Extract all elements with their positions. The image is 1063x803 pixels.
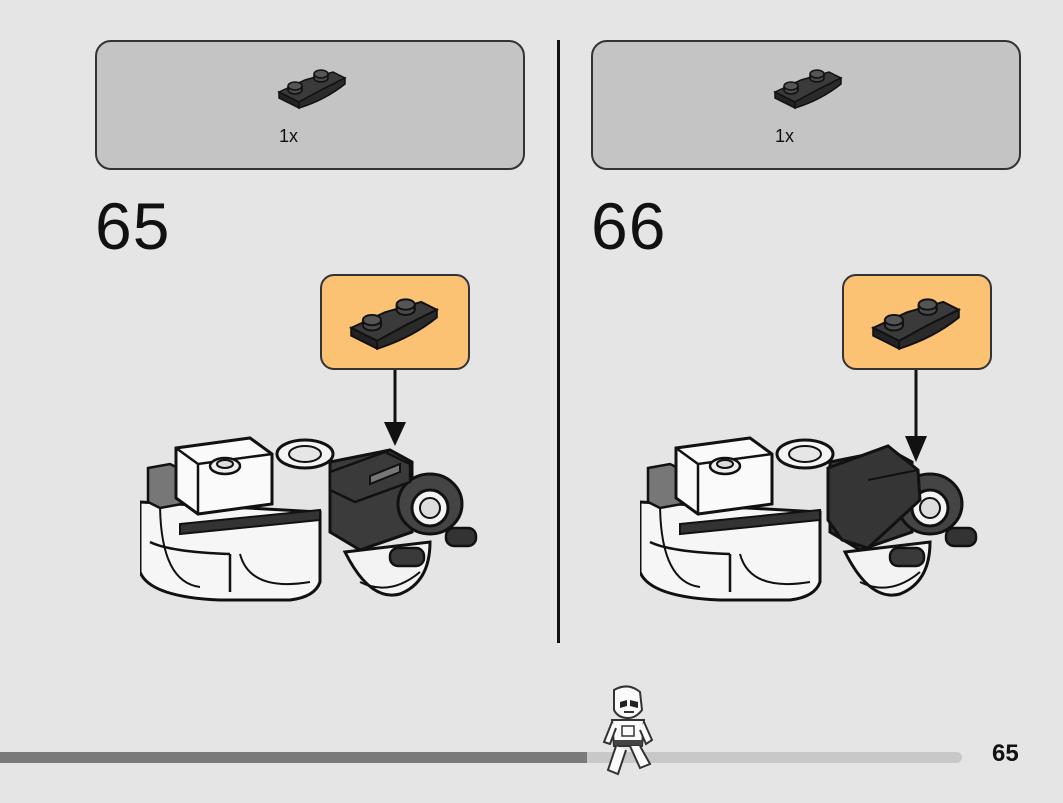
callout-part-step-65: [320, 274, 470, 370]
dark-gray-inverted-slope-plate-icon: [774, 69, 842, 109]
page-number: 65: [992, 740, 1019, 767]
progress-bar-fill: [0, 752, 587, 763]
dark-gray-inverted-slope-plate-icon: [872, 298, 960, 350]
dark-gray-inverted-slope-plate-icon: [278, 69, 346, 109]
callout-part-step-66: [842, 274, 992, 370]
assembly-model-step-66: [640, 436, 978, 602]
placement-arrow: [905, 370, 927, 462]
dark-gray-inverted-slope-plate-icon: [350, 298, 438, 350]
stormtrooper-figure-icon: [602, 685, 654, 776]
parts-list-step-65: 1x: [95, 40, 525, 170]
part-quantity: 1x: [775, 126, 795, 146]
placement-arrow: [384, 370, 406, 446]
step-number: 65: [95, 189, 171, 263]
step-divider: [557, 40, 560, 643]
assembly-model-step-65: [140, 436, 478, 602]
progress-bar: [0, 752, 962, 763]
part-quantity: 1x: [279, 126, 299, 146]
parts-list-step-66: 1x: [591, 40, 1021, 170]
step-number: 66: [591, 189, 667, 263]
